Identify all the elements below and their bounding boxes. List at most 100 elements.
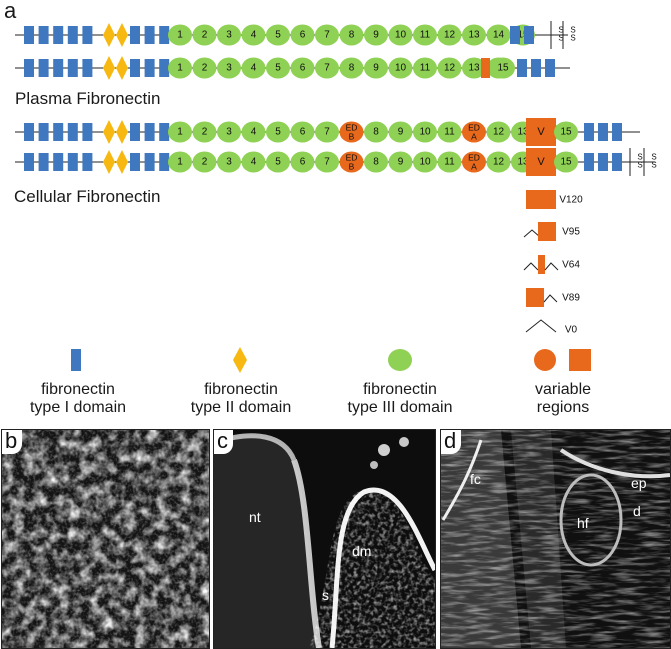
type3-domain xyxy=(217,24,241,46)
ed-domain xyxy=(339,151,364,173)
ed-domain-label: ED xyxy=(468,153,480,163)
legend-variable-line2: regions xyxy=(536,399,590,416)
plasma-fibronectin-label: Plasma Fibronectin xyxy=(15,89,161,108)
type3-domain xyxy=(168,121,192,143)
type3-domain-number: 10 xyxy=(419,127,431,138)
legend-type3-line2: type III domain xyxy=(347,399,453,416)
type1-domain xyxy=(517,59,527,77)
type3-domain xyxy=(266,24,290,46)
v64-splice-variant xyxy=(538,255,545,274)
ed-domain xyxy=(462,121,486,143)
type1-domain xyxy=(82,153,93,171)
type3-domain xyxy=(462,24,486,46)
type3-domain xyxy=(290,24,315,46)
type3-domain-number: 15 xyxy=(560,157,572,168)
type3-domain-number: 8 xyxy=(349,30,355,41)
type3-domain-number: 13 xyxy=(468,30,480,41)
ed-domain-label: ED xyxy=(468,123,480,133)
cellular-fibronectin-label: Cellular Fibronectin xyxy=(14,187,161,206)
ed-domain-label: ED xyxy=(346,123,358,133)
v120-splice-variant xyxy=(526,190,556,209)
micrograph-c-image xyxy=(214,430,435,648)
type3-domain xyxy=(413,24,437,46)
legend-variable-circle-icon xyxy=(534,349,556,371)
type3-domain xyxy=(290,151,315,173)
type3-domain xyxy=(217,151,241,173)
ed-domain xyxy=(339,121,364,143)
label-d: d xyxy=(633,503,641,519)
type3-domain-number: 15 xyxy=(497,63,509,74)
v-small-segment xyxy=(481,58,490,78)
type3-domain-number: 8 xyxy=(373,157,379,168)
type1-domain xyxy=(159,123,170,141)
type1-domain xyxy=(159,153,170,171)
panel-a-label: a xyxy=(4,0,17,23)
type3-domain xyxy=(413,151,437,173)
type1-domain xyxy=(584,123,594,141)
type3-domain-number: 5 xyxy=(275,157,281,168)
type3-domain-number: 10 xyxy=(419,157,431,168)
disulfide-s: S xyxy=(558,34,563,43)
panel-c-label: c xyxy=(214,430,233,454)
type3-domain xyxy=(339,24,364,46)
type1-domain xyxy=(53,123,64,141)
type3-domain xyxy=(290,57,315,79)
legend-type3-label: fibronectin type III domain xyxy=(325,381,475,417)
type3-domain-number: 7 xyxy=(324,127,330,138)
type3-domain-number: 1 xyxy=(177,63,183,74)
type3-domain-number: 3 xyxy=(226,63,232,74)
type3-domain-number: 2 xyxy=(202,157,208,168)
type2-domain xyxy=(116,56,128,80)
type2-domain xyxy=(116,23,128,47)
micrograph-c: c nt dm s xyxy=(213,429,436,649)
type3-domain xyxy=(437,121,462,143)
type1-domain xyxy=(144,59,155,77)
type1-domain xyxy=(130,123,140,141)
type3-domain xyxy=(339,57,364,79)
v89-splice-variant xyxy=(526,288,544,307)
legend-type3-line1: fibronectin xyxy=(363,381,437,398)
type2-domain xyxy=(103,56,115,80)
type3-domain xyxy=(290,121,315,143)
type1-domain xyxy=(38,153,49,171)
type3-domain xyxy=(413,121,437,143)
type3-domain xyxy=(241,57,266,79)
type3-domain-number: 4 xyxy=(251,30,257,41)
type1-domain xyxy=(67,123,78,141)
type3-domain xyxy=(241,24,266,46)
type3-domain xyxy=(554,151,578,173)
ed-domain xyxy=(462,151,486,173)
type1-domain xyxy=(584,153,594,171)
type3-domain-number: 14 xyxy=(493,30,505,41)
type3-domain-number: 2 xyxy=(202,127,208,138)
v95-label: V95 xyxy=(562,227,580,238)
type1-domain xyxy=(130,153,140,171)
v-region xyxy=(526,148,556,176)
type3-domain-number: 6 xyxy=(300,63,306,74)
ed-domain-label: A xyxy=(471,132,477,142)
type1-domain xyxy=(24,59,34,77)
type3-domain-number: 9 xyxy=(398,127,404,138)
type3-domain-number: 13 xyxy=(517,157,529,168)
type1-domain xyxy=(598,123,608,141)
type3-domain-number: 15 xyxy=(560,127,572,138)
type3-domain-number: 3 xyxy=(226,157,232,168)
type3-domain-number: 13 xyxy=(468,63,480,74)
panel-d-label: d xyxy=(441,430,462,454)
type3-domain-number: 15 xyxy=(517,30,529,41)
disulfide-s: S xyxy=(637,161,642,170)
type3-domain xyxy=(217,121,241,143)
type1-domain xyxy=(82,123,93,141)
v0-missing-segment xyxy=(525,319,557,333)
type3-domain-number: 9 xyxy=(373,63,379,74)
type3-domain xyxy=(266,151,290,173)
disulfide-s: S xyxy=(651,161,656,170)
v89-missing-segment xyxy=(543,294,558,303)
type3-domain-number: 7 xyxy=(324,63,330,74)
type3-domain-number: 1 xyxy=(177,30,183,41)
type1-domain xyxy=(612,153,622,171)
type3-domain xyxy=(388,151,413,173)
legend-variable-label: variable regions xyxy=(488,381,638,417)
label-fc: fc xyxy=(470,471,481,487)
